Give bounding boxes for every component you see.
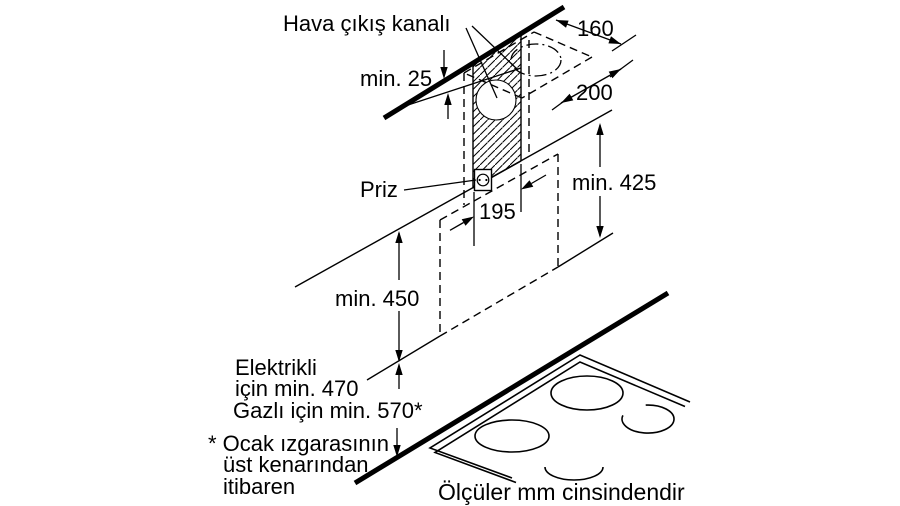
dimension-160 xyxy=(555,19,637,52)
dimension-470-570 xyxy=(393,363,403,457)
dimension-min425 xyxy=(596,123,604,238)
electric-note-2: için min. 470 xyxy=(235,376,359,401)
burner xyxy=(474,419,550,453)
burner xyxy=(550,375,624,411)
gas-note: Gazlı için min. 570* xyxy=(233,398,423,423)
units-note: Ölçüler mm cinsindendir xyxy=(438,479,685,505)
dim-min425-label: min. 425 xyxy=(572,170,656,195)
socket-label: Priz xyxy=(360,177,398,202)
burner xyxy=(544,466,604,481)
ceiling-hole xyxy=(510,43,562,77)
dim-195-label: 195 xyxy=(479,199,516,224)
dim-min25-label: min. 25 xyxy=(360,66,432,91)
dim-min450-label: min. 450 xyxy=(335,286,419,311)
footnote-1: * Ocak ızgarasının xyxy=(208,431,389,456)
air-duct-label: Hava çıkış kanalı xyxy=(283,11,451,36)
socket-icon xyxy=(473,168,493,192)
hood-outline xyxy=(294,109,614,381)
dim-160-label: 160 xyxy=(577,16,614,41)
leader-lines xyxy=(403,25,519,191)
dimension-min25 xyxy=(440,50,452,119)
duct-outlet-hole xyxy=(475,79,517,121)
dim-200-label: 200 xyxy=(576,80,613,105)
footnote-3: itibaren xyxy=(223,474,295,499)
dimension-200 xyxy=(551,59,634,111)
footnote-2: üst kenarından xyxy=(223,452,369,477)
electric-note-1: Elektrikli xyxy=(235,355,317,380)
hob-outline xyxy=(353,290,691,486)
dimension-min450 xyxy=(395,231,403,362)
dimension-195 xyxy=(449,164,547,246)
burner xyxy=(621,404,675,434)
